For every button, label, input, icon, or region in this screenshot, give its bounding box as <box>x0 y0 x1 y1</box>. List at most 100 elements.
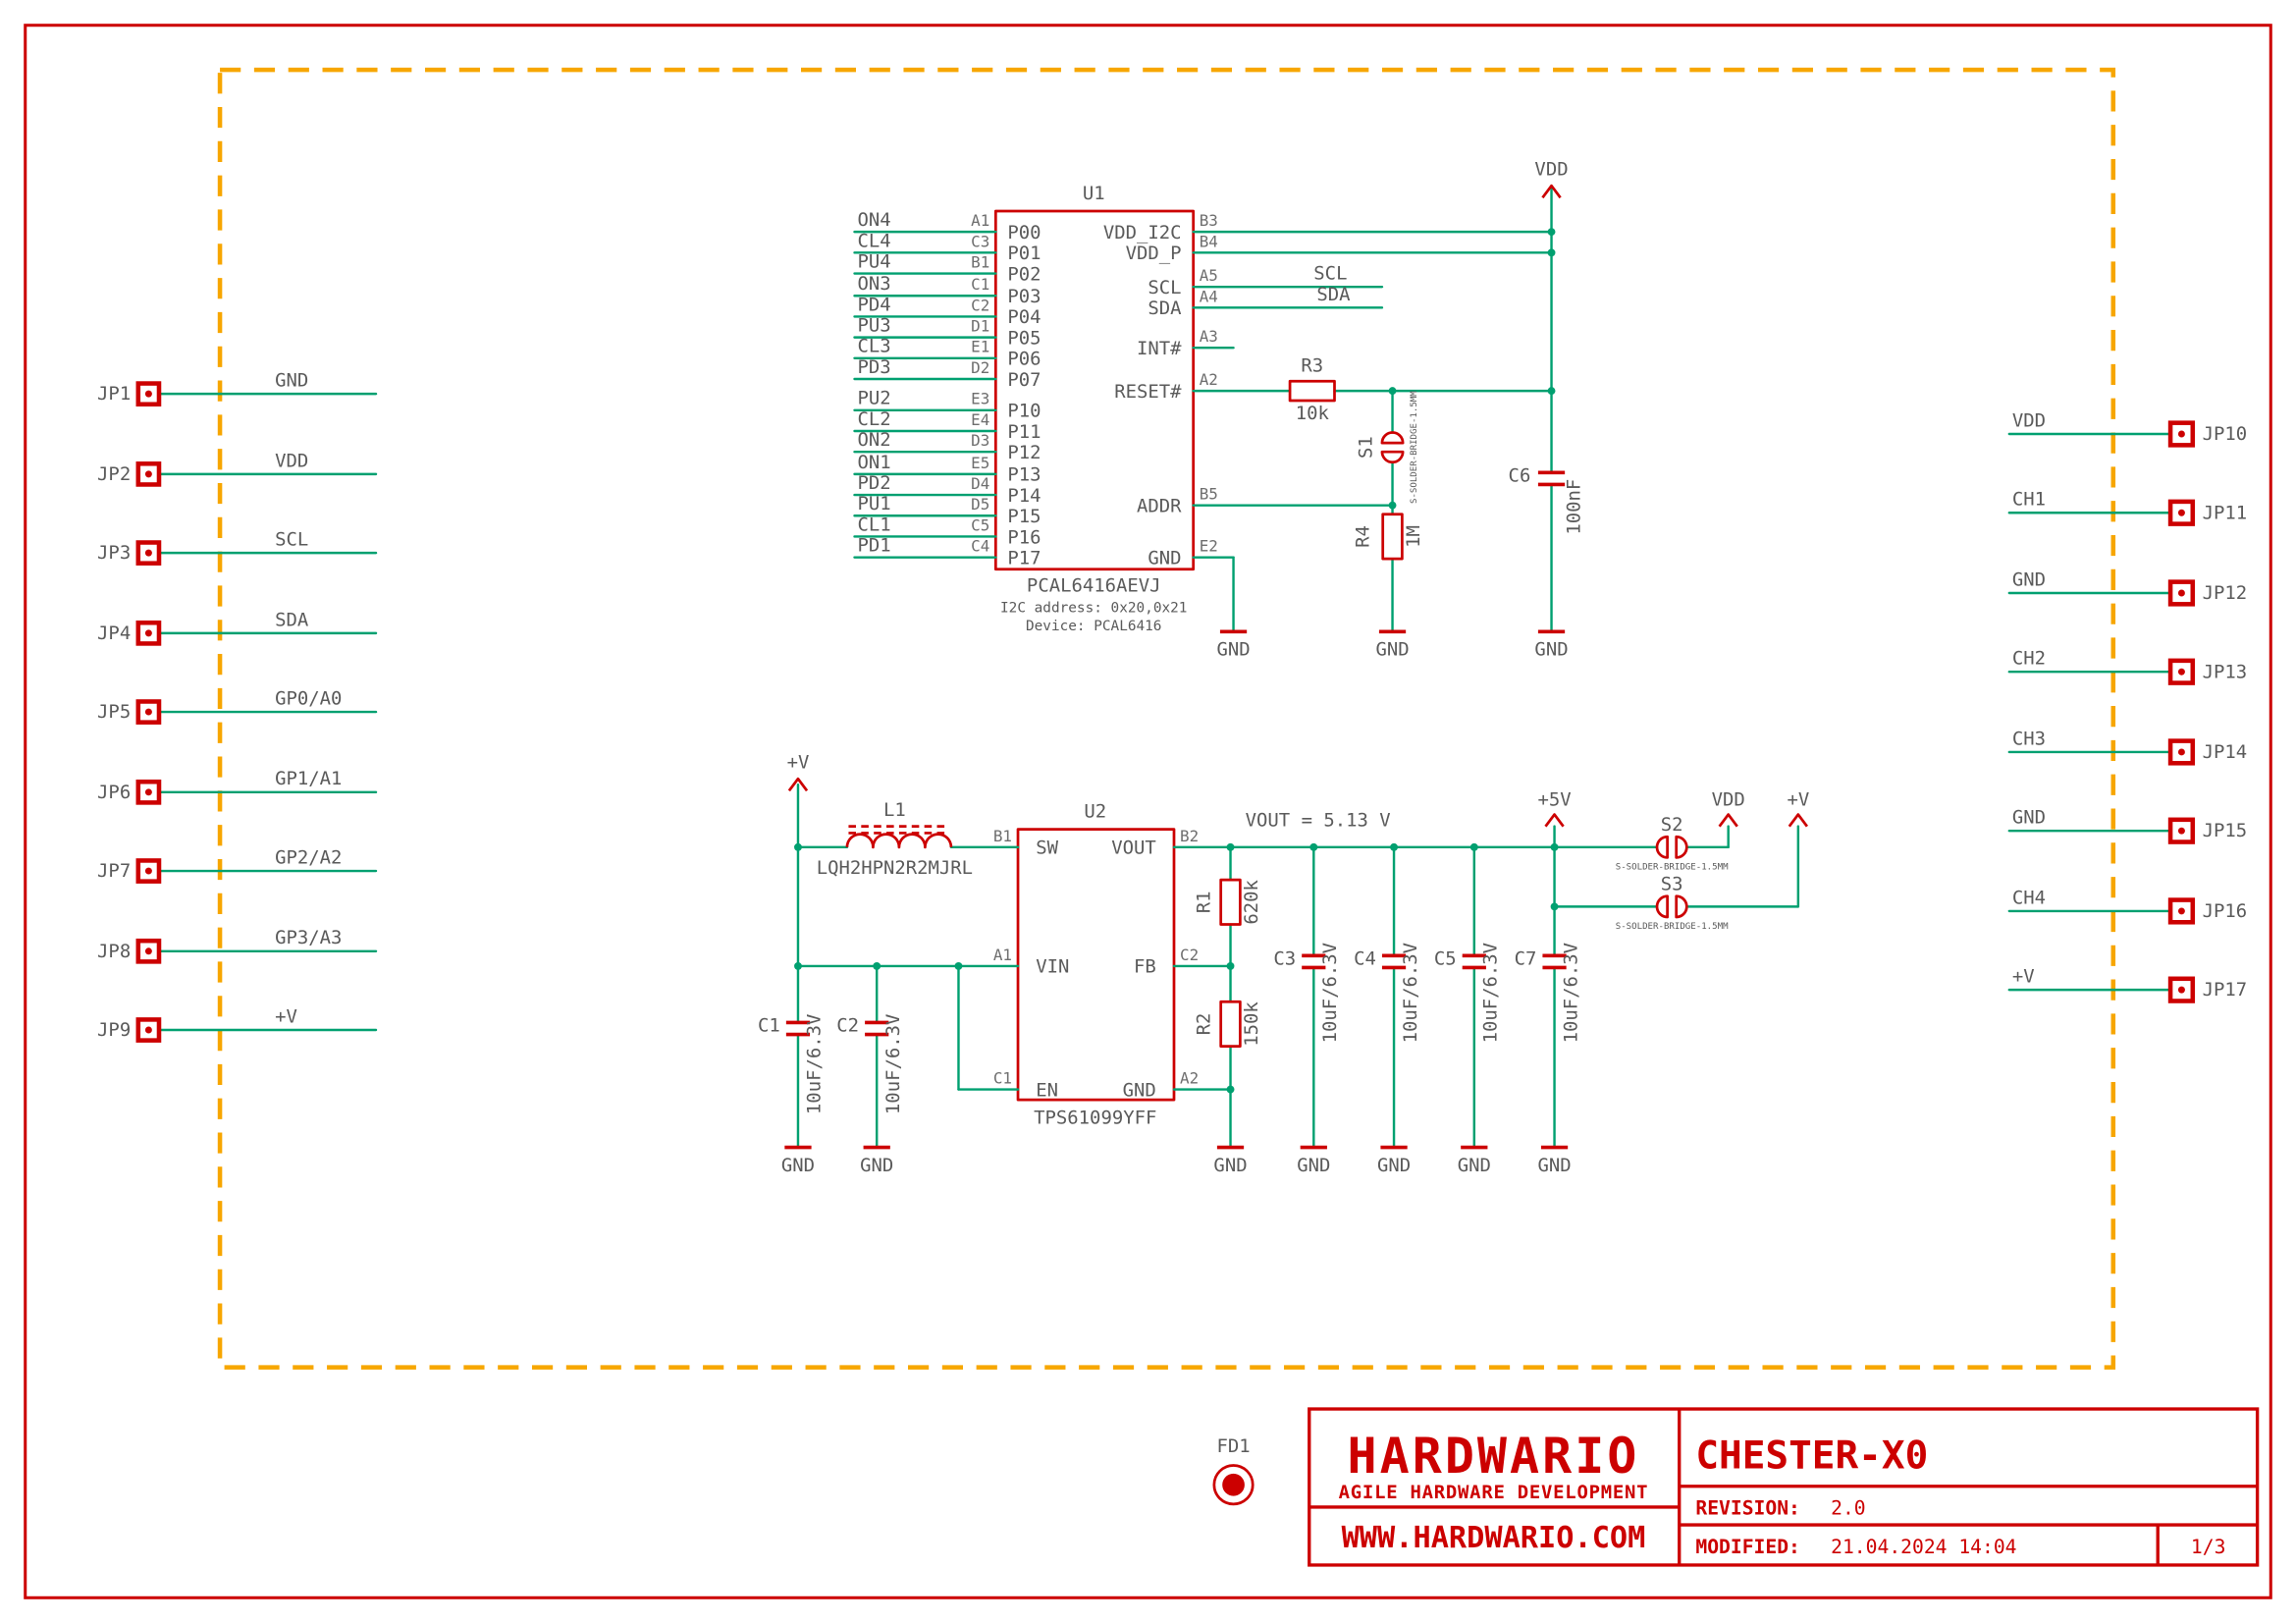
revision-label: REVISION: <box>1695 1496 1800 1519</box>
ref-label: C6 <box>1509 464 1531 486</box>
pin-number: B1 <box>993 827 1012 845</box>
net-label: GP0/A0 <box>275 688 342 710</box>
jp13: CH2 JP13 <box>2007 648 2247 685</box>
bridge-pad <box>1380 431 1405 445</box>
revision-value: 2.0 <box>1831 1496 1866 1519</box>
pin-number: C3 <box>971 232 989 250</box>
jp11: CH1 JP11 <box>2007 489 2247 526</box>
pin-number: E1 <box>971 338 989 356</box>
bridge-pad <box>1655 894 1669 919</box>
pin-net: PD4 <box>858 294 891 315</box>
bridge-pad <box>1675 894 1688 919</box>
net-label: GP1/A1 <box>275 768 342 789</box>
pin-number: E4 <box>971 410 989 429</box>
resistor-body <box>1381 513 1404 561</box>
modified-label: MODIFIED: <box>1695 1536 1800 1558</box>
capacitor-c5: C5 10uF/6.3V <box>1434 943 1502 1043</box>
u2-body <box>1016 828 1176 1102</box>
value-label: LQH2HPN2R2MJRL <box>817 857 973 879</box>
u1-note-address: I2C address: 0x20,0x21 <box>1000 601 1187 617</box>
connector-ref: JP2 <box>97 463 131 485</box>
supply-arrow-icon <box>787 777 809 792</box>
jp14: CH3 JP14 <box>2007 728 2247 766</box>
net-label: GND <box>2012 807 2046 829</box>
pin-name: P13 <box>1007 464 1041 486</box>
value-label: 10uF/6.3V <box>1319 943 1341 1043</box>
pin-net: PD2 <box>858 472 891 494</box>
pin-number: C2 <box>971 296 989 314</box>
solder-bridge-s2: S2 S-SOLDER-BRIDGE-1.5MM <box>1616 814 1729 872</box>
jp17: +V JP17 <box>2007 966 2247 1003</box>
ref-label: R2 <box>1193 1013 1214 1036</box>
net-label: GND <box>2012 568 2046 590</box>
capacitor-c7: C7 10uF/6.3V <box>1515 943 1582 1043</box>
resistor-r3: R3 10k <box>1288 354 1336 424</box>
gnd-label: GND <box>781 1155 815 1176</box>
connector-ref: JP7 <box>97 860 131 882</box>
net-label: VDD <box>2012 409 2046 431</box>
pin-number: D4 <box>971 474 989 493</box>
gnd-symbol: GND <box>860 1145 893 1176</box>
connector-ref: JP9 <box>97 1019 131 1041</box>
connector-ref: JP12 <box>2203 582 2248 604</box>
net-label: SDA <box>275 609 309 630</box>
value-label: 10uF/6.3V <box>1480 943 1502 1043</box>
gnd-label: GND <box>1213 1155 1247 1176</box>
jp12: GND JP12 <box>2007 568 2248 607</box>
capacitor-c6: C6 100nF <box>1509 464 1585 534</box>
pin-name: P11 <box>1007 421 1041 443</box>
u1-ref: U1 <box>1083 183 1105 204</box>
inductor-l1: L1 LQH2HPN2R2MJRL <box>817 799 973 879</box>
fiducial-ring-icon <box>1212 1464 1255 1506</box>
wires <box>796 784 1800 1149</box>
jp10: VDD JP10 <box>2007 409 2248 448</box>
solder-bridge-s1: S1 S-SOLDER-BRIDGE-1.5MM <box>1355 391 1418 504</box>
pin-name: P02 <box>1007 263 1041 285</box>
gnd-label: GND <box>1216 639 1250 661</box>
gnd-symbol: GND <box>1458 1145 1491 1176</box>
pin-number: E5 <box>971 454 989 472</box>
pin-name: VIN <box>1036 956 1069 978</box>
jp5: JP5 GP0/A0 <box>97 688 378 725</box>
value-label: 10k <box>1296 403 1330 424</box>
pin-name: P03 <box>1007 286 1041 307</box>
pin-name: VDD_P <box>1126 243 1182 264</box>
pin-number: B2 <box>1180 827 1199 845</box>
ref-label: R3 <box>1301 354 1323 376</box>
value-label: 10uF/6.3V <box>1400 943 1421 1043</box>
pin-name: FB <box>1134 956 1156 978</box>
page-border <box>24 24 2272 1599</box>
pin-name: P14 <box>1007 485 1041 507</box>
connector-ref: JP10 <box>2203 423 2248 445</box>
pin-name: P07 <box>1007 369 1041 391</box>
pin-name: EN <box>1036 1079 1058 1101</box>
pin-number: A3 <box>1200 327 1218 346</box>
gnd-symbol: GND <box>1375 629 1410 661</box>
ref-label: S3 <box>1661 874 1683 895</box>
pin-name: SCL <box>1148 277 1181 298</box>
u1-chip: U1 PCAL6416AEVJ I2C address: 0x20,0x21 D… <box>853 183 1218 634</box>
capacitor-c3: C3 10uF/6.3V <box>1273 943 1341 1043</box>
pin-number: C5 <box>971 515 989 534</box>
pin-number: A1 <box>993 946 1012 964</box>
capacitor-c1: C1 10uF/6.3V <box>758 1014 826 1114</box>
pin-net: PU3 <box>858 315 891 337</box>
right-connectors: VDD JP10 CH1 JP11 GND JP12 CH2 JP13 CH3 … <box>2007 409 2248 1003</box>
vdd-net-label: VDD <box>1534 159 1568 181</box>
pin-net: PU4 <box>858 250 891 272</box>
ref-label: L1 <box>883 799 906 821</box>
project-title: CHESTER-X0 <box>1695 1434 1928 1479</box>
net-label: +V <box>2012 966 2035 988</box>
ref-label: C4 <box>1354 947 1376 969</box>
pin-number: B1 <box>971 252 989 271</box>
u2-part: TPS61099YFF <box>1034 1107 1156 1128</box>
pin-number: A2 <box>1200 370 1218 389</box>
ref-label: C3 <box>1273 947 1296 969</box>
net-label: CH3 <box>2012 728 2046 749</box>
value-label: 10uF/6.3V <box>1560 943 1581 1043</box>
connector-ref: JP1 <box>97 383 131 405</box>
value-label: 620k <box>1241 879 1262 924</box>
